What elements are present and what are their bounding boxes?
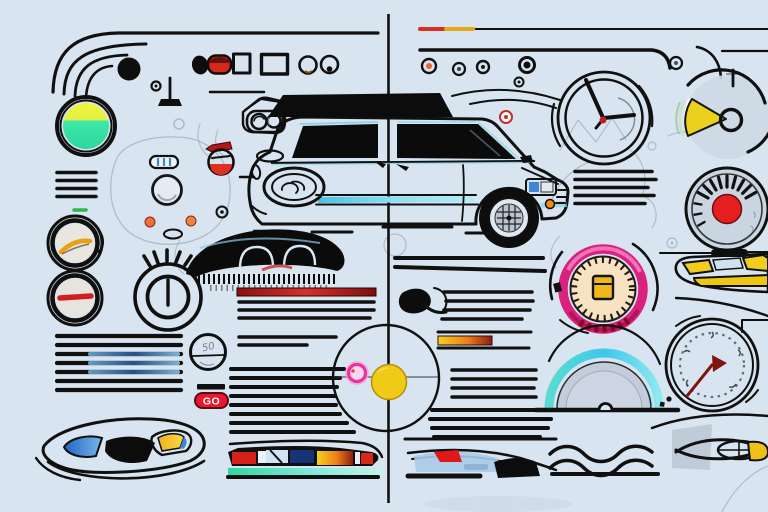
ghost-sketch-lines [110, 117, 768, 512]
headlight-box [525, 178, 557, 196]
stopwatch-dial [133, 248, 203, 332]
rainbow-car-strip [226, 439, 384, 479]
rear-window [292, 124, 378, 158]
yellow-key-center [591, 274, 615, 301]
steering-cluster [144, 141, 235, 240]
red-bar [236, 287, 377, 297]
mini-stripe-block [55, 170, 98, 212]
sketch-car-bottom-right [650, 413, 768, 470]
stripe-text-block-a [229, 287, 377, 434]
sketch-car-bottom-center [403, 437, 558, 479]
roof-box [268, 93, 453, 117]
right-stripe-block [573, 169, 658, 206]
red-sunburst-gauge [666, 166, 768, 252]
stripe-text-block-b [393, 256, 553, 439]
yellow-green-indicator [55, 95, 185, 157]
semicircle-gauge [533, 324, 681, 413]
icon-row [191, 52, 340, 76]
black-cap-icon [191, 55, 209, 75]
minute-hand [584, 78, 606, 122]
yellow-needle-gauge [46, 214, 105, 272]
hero-car [238, 88, 570, 248]
yellow-wedge [684, 98, 727, 137]
magenta-glow-dot [346, 362, 368, 384]
mini-50-gauge: 50 [189, 333, 227, 371]
go-badge-label: GO [203, 396, 220, 408]
red-clock-needle [685, 363, 714, 398]
orange-indicator [544, 198, 556, 210]
front-wheel [479, 188, 539, 248]
comma-blob [398, 288, 431, 314]
target-circle [331, 323, 441, 433]
left-stripe-block [54, 333, 184, 393]
red-needle-gauge [46, 269, 104, 327]
red-center [711, 193, 743, 225]
mirror [520, 155, 533, 163]
go-badge: GO [194, 384, 229, 409]
wavy-speed-lines [548, 444, 660, 478]
watermark-smudge [423, 496, 573, 512]
gear-lever-icon [150, 76, 182, 106]
orange-gradient-stripe [437, 335, 493, 346]
black-dot [117, 57, 141, 81]
eye-headlight [34, 417, 206, 482]
corner-arcs [51, 31, 380, 100]
orange-dot-left [144, 216, 156, 228]
yellow-wedge-gauge [675, 68, 768, 159]
orange-dot-right [185, 215, 197, 227]
hour-hand [602, 113, 636, 120]
mini-gauge-label: 50 [201, 341, 216, 354]
yellow-cowl [659, 249, 768, 333]
rear-swirl-oval [262, 166, 326, 208]
yellow-center [370, 363, 408, 401]
clock-dial [550, 70, 654, 166]
small-indicator-circles [420, 55, 684, 124]
white-knob-icon [319, 54, 340, 75]
red-needle [57, 293, 94, 301]
pink-sunburst-gauge [548, 242, 659, 334]
square-outline-1 [232, 52, 252, 75]
yellow-needle [58, 238, 93, 255]
square-outline-2 [259, 52, 290, 76]
rocker-stripe [318, 196, 478, 203]
squiggle-clock [659, 315, 760, 413]
front-window [397, 124, 516, 159]
teal-underline [228, 468, 382, 475]
